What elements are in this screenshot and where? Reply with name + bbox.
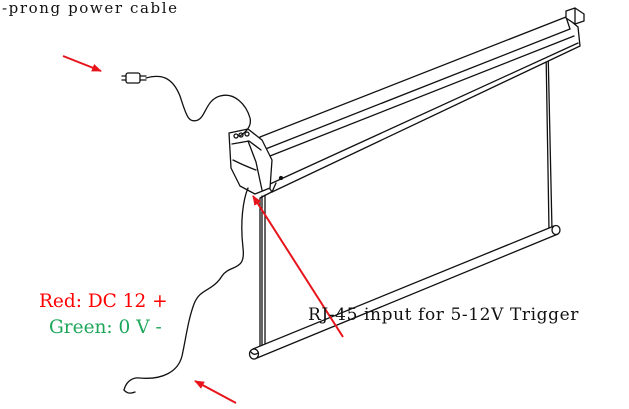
power-cable bbox=[121, 72, 252, 137]
power-cable-arrow bbox=[62, 55, 102, 72]
trigger-wire bbox=[123, 187, 249, 394]
green-wire-label: Green: 0 V - bbox=[49, 317, 162, 338]
power-cable-label: -prong power cable bbox=[2, 0, 179, 17]
trigger-wire-arrow bbox=[194, 380, 237, 404]
red-wire-label: Red: DC 12 + bbox=[39, 291, 168, 312]
bottom-weight-bar bbox=[248, 224, 561, 360]
arrows bbox=[62, 55, 344, 404]
rj45-pointer-arrow bbox=[252, 195, 344, 338]
motor-end-cap bbox=[228, 128, 273, 195]
roller-housing bbox=[255, 7, 585, 193]
power-plug bbox=[121, 72, 147, 84]
rj45-input-label: RJ-45 input for 5-12V Trigger bbox=[308, 305, 580, 325]
